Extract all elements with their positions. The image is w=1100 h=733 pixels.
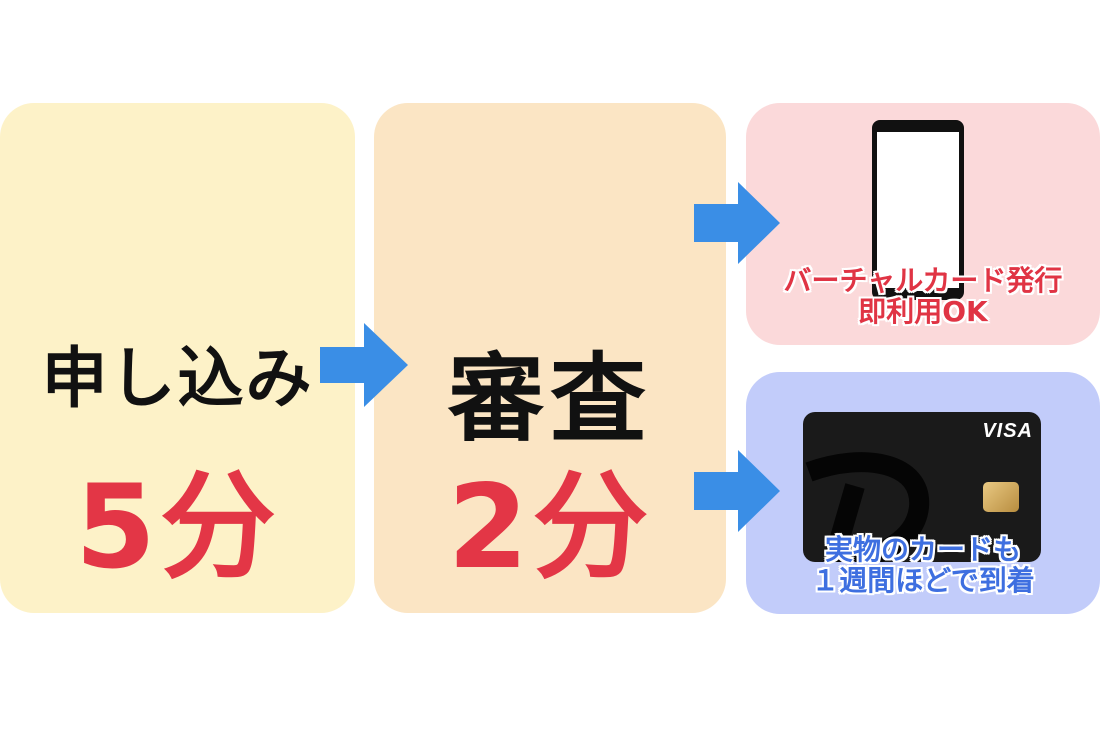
card-brand-label: VISA [982,420,1033,442]
phone-home-button [906,286,928,291]
credit-card-icon: VISA [803,412,1041,562]
physical-card-caption: 実物のカードも １週間ほどで到着 [746,533,1100,597]
virtual-card-line2: 即利用OK [858,294,988,328]
physical-card-line1: 実物のカードも [824,533,1021,566]
virtual-card-line1: バーチャルカード発行 [783,264,1063,297]
step-review-time: 2分 [447,460,653,595]
arrow-right-icon [694,450,780,532]
arrow-right-icon [320,323,408,407]
step-apply-time: 5分 [75,460,280,595]
arrow-right-icon [694,182,780,264]
step-review-label: 審査 [448,343,652,455]
virtual-card-caption: バーチャルカード発行 即利用OK [746,264,1100,328]
card-chip-icon [983,482,1019,512]
smartphone-icon [872,120,964,300]
physical-card-line2: １週間ほどで到着 [811,563,1035,597]
card-logo-icon [805,452,930,562]
step-apply-box: 申し込み 5分 [0,103,355,613]
step-review-box: 審査 2分 [374,103,726,613]
step-apply-label: 申し込み [41,340,314,417]
